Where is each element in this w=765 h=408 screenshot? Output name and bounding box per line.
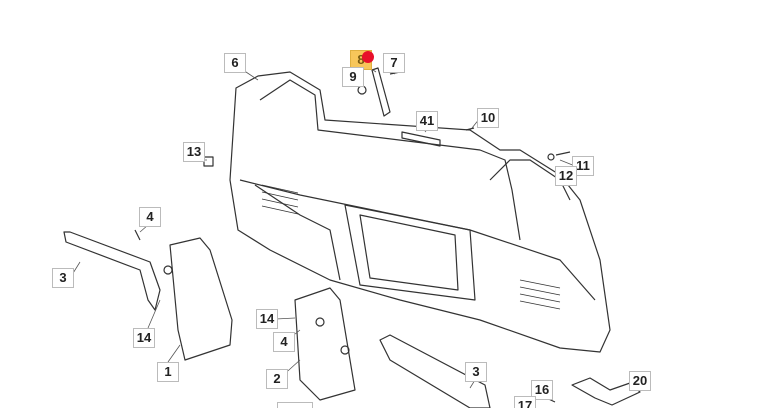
callout-20[interactable]: 20 [629,371,651,391]
callout-4[interactable]: 4 [139,207,161,227]
part-8 [371,67,391,117]
callout-41[interactable]: 41 [416,111,438,131]
callout-1[interactable]: 1 [157,362,179,382]
callout-14[interactable]: 14 [133,328,155,348]
part-2 [294,287,356,401]
callout-6[interactable]: 6 [224,53,246,73]
part-3-left [63,231,161,311]
selection-marker-dot [362,51,374,63]
callout-7[interactable]: 7 [383,53,405,73]
callout-4[interactable]: 4 [273,332,295,352]
callout-17[interactable]: 17 [514,396,536,408]
callout-partial[interactable] [277,402,313,408]
callout-12[interactable]: 12 [555,166,577,186]
callout-10[interactable]: 10 [477,108,499,128]
part-3-right [379,334,491,408]
part-41 [401,131,441,147]
callout-11[interactable]: 11 [572,156,594,176]
callout-16[interactable]: 16 [531,380,553,400]
callout-14[interactable]: 14 [256,309,278,329]
callout-13[interactable]: 13 [183,142,205,162]
callout-2[interactable]: 2 [266,369,288,389]
main-panel-part [229,71,611,353]
part-1 [169,237,233,361]
callout-9[interactable]: 9 [342,67,364,87]
callout-3[interactable]: 3 [52,268,74,288]
callout-3[interactable]: 3 [465,362,487,382]
